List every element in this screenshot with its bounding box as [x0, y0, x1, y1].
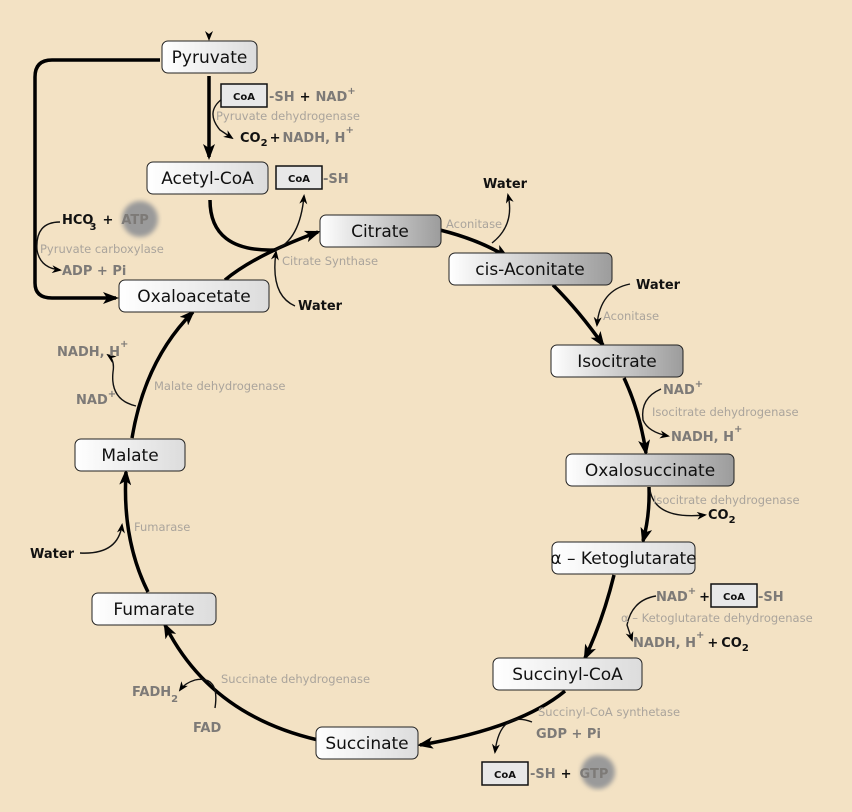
label: Succinyl-CoA [512, 665, 623, 685]
cofactor-label: FADH2 [132, 685, 178, 705]
node-malate[interactable]: Malate [74, 438, 186, 472]
reaction-arrow [593, 283, 631, 327]
label: Isocitrate [577, 352, 657, 372]
label: Acetyl-CoA [161, 169, 254, 189]
coa-box: CoA [220, 83, 268, 108]
arrow-succinylcoa-succinate [417, 689, 567, 749]
node-alpha-ketoglutarate[interactable]: α – Ketoglutarate [550, 541, 697, 575]
enzyme-label: α – Ketoglutarate dehydrogenase [621, 611, 813, 625]
label: Citrate [351, 222, 409, 242]
cofactor-label: CO2+NADH, H+ [240, 125, 354, 149]
label: cis-Aconitate [475, 260, 584, 280]
node-fumarate[interactable]: Fumarate [91, 592, 217, 626]
side-arrows [36, 98, 707, 754]
node-citrate[interactable]: Citrate [319, 214, 442, 248]
gtp-glow-icon [581, 755, 615, 789]
node-oxalosuccinate[interactable]: Oxalosuccinate [565, 453, 735, 487]
atp-glow-icon [122, 201, 158, 237]
arrow-succinate-fumarate [163, 622, 319, 742]
cofactor-label: NADH, H++CO2 [633, 630, 749, 654]
cycle-arrows [33, 0, 653, 749]
cofactor-label: Water [636, 278, 681, 293]
arrow-malate-oxaloacetate [130, 309, 196, 439]
cofactor-label: GDP + Pi [536, 727, 601, 742]
node-succinate[interactable]: Succinate [315, 726, 419, 760]
node-isocitrate[interactable]: Isocitrate [550, 344, 684, 378]
label: Succinate [325, 734, 408, 754]
coa-box: CoA [481, 761, 529, 786]
label: Pyruvate [172, 48, 248, 68]
reaction-arrow [178, 678, 217, 709]
enzyme-labels: Pyruvate dehydrogenase Pyruvate carboxyl… [40, 109, 813, 719]
enzyme-label: Isocitrate dehydrogenase [652, 405, 799, 419]
reaction-arrow [212, 98, 234, 140]
cofactor-label: NAD+ [663, 379, 703, 398]
enzyme-label: Isocitrate dehydrogenase [653, 493, 800, 507]
cofactor-label: FAD [193, 721, 221, 736]
coa-box: CoA [710, 583, 758, 608]
cofactor-label: -SH [323, 172, 349, 187]
reaction-arrow [491, 718, 533, 754]
cofactor-label: NADH, H+ [671, 424, 742, 445]
cofactor-label: CoA [288, 174, 310, 185]
enzyme-label: Succinate dehydrogenase [221, 672, 370, 686]
arrow-akg-succinylcoa [583, 574, 616, 661]
reaction-arrow [79, 523, 125, 554]
cofactor-label: ADP + Pi [62, 264, 126, 279]
arrow-acetylcoa-citrate [208, 199, 276, 252]
enzyme-label: Succinyl-CoA synthetase [538, 705, 680, 719]
enzyme-label: Pyruvate carboxylase [40, 242, 164, 256]
node-acetyl-coa[interactable]: Acetyl-CoA [146, 161, 269, 195]
cofactor-label: -SH+GTP [530, 767, 608, 782]
label: Malate [101, 446, 158, 466]
enzyme-label: Aconitase [446, 217, 502, 231]
arrow-fumarate-malate [119, 469, 150, 593]
enzyme-label: Pyruvate dehydrogenase [216, 109, 360, 123]
cofactor-label: CoA [233, 92, 255, 103]
reaction-arrow [274, 194, 308, 251]
node-pyruvate[interactable]: Pyruvate [161, 40, 258, 74]
cofactor-label: -SH [758, 590, 784, 605]
enzyme-label: Fumarase [134, 520, 190, 534]
node-oxaloacetate[interactable]: Oxaloacetate [118, 279, 270, 313]
cofactor-label: CoA [723, 592, 745, 603]
label: Oxalosuccinate [585, 461, 715, 481]
label: α – Ketoglutarate [550, 549, 696, 569]
label: Fumarate [113, 600, 194, 620]
coa-box: CoA [275, 165, 323, 190]
arrow-cisaconitate-isocitrate [551, 283, 605, 348]
node-cis-aconitate[interactable]: cis-Aconitate [448, 252, 613, 286]
cofactor-label: CO2 [708, 508, 736, 526]
reaction-arrow [106, 353, 137, 407]
enzyme-label: Malate dehydrogenase [154, 379, 286, 393]
arrow-isocitrate-oxalosuccinate [622, 377, 651, 456]
label: Oxaloacetate [137, 287, 250, 307]
cofactor-label: NAD++ [656, 586, 710, 605]
cofactor-label: Water [298, 299, 343, 314]
reaction-arrow [491, 193, 514, 244]
cofactor-label: -SH+NAD+ [269, 86, 356, 105]
arrow-oxalosuccinate-akg [640, 486, 653, 544]
reaction-arrow [641, 388, 670, 439]
cofactor-label: Water [483, 177, 528, 192]
cofactor-label: CoA [494, 770, 516, 781]
cofactor-label: HCO3+ATP [62, 213, 149, 233]
cofactor-label: NAD+ [76, 389, 116, 408]
cofactor-label: Water [30, 547, 75, 562]
cofactors: -SH+NAD+ CO2+NADH, H+ -SH HCO3+ATP ADP +… [30, 86, 784, 782]
arrow-oxaloacetate-citrate [223, 230, 321, 282]
node-succinyl-coa[interactable]: Succinyl-CoA [492, 657, 643, 691]
reaction-arrow [625, 595, 657, 642]
cofactor-label: NADH, H+ [57, 339, 128, 360]
enzyme-label: Aconitase [603, 309, 659, 323]
reaction-arrow [270, 250, 296, 307]
enzyme-label: Citrate Synthase [282, 254, 378, 268]
reaction-arrow [36, 221, 62, 274]
reaction-arrow [649, 489, 707, 520]
arrow-pyruvate-oxaloacetate [33, 58, 160, 304]
